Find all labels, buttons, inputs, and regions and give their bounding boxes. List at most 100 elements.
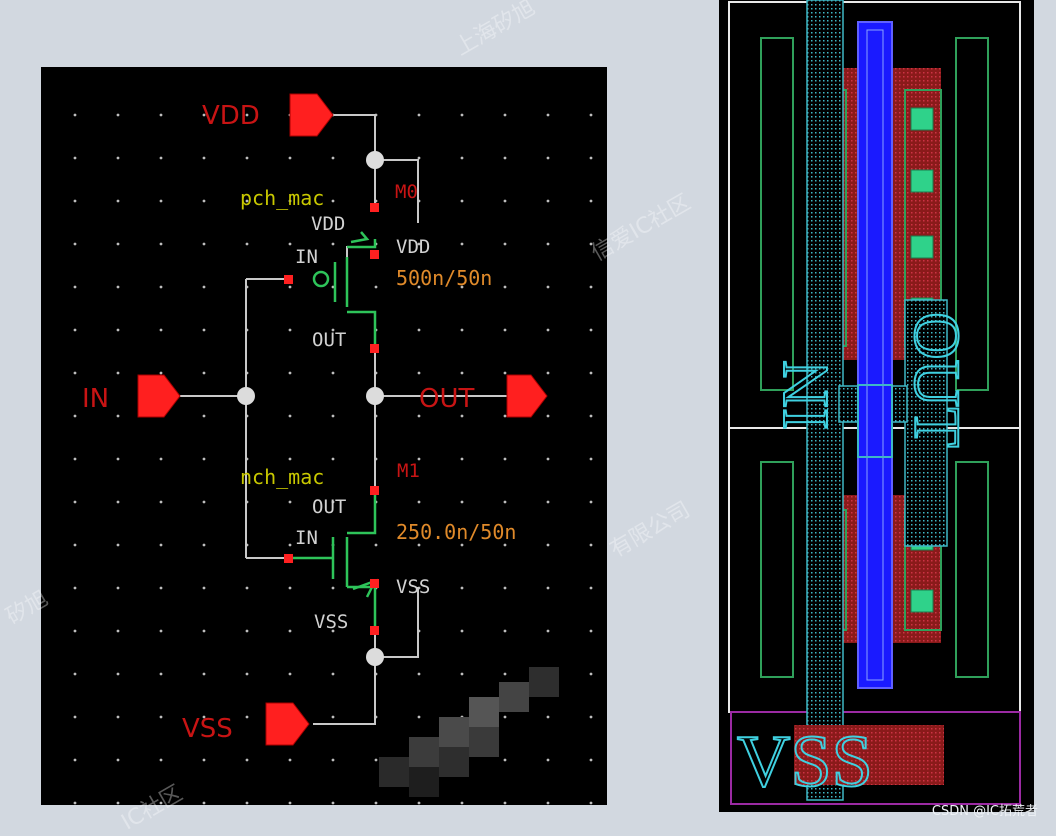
grid-dot [116,801,120,805]
grid-dot [73,285,77,289]
csdn-credit: CSDN @IC拓荒者 [931,804,1038,819]
metal1-out [904,299,948,547]
grid-dot [503,199,507,203]
nmos-drain-pin [370,486,379,495]
grid-dot [73,715,77,719]
pmos-drain-lead [347,239,377,249]
pin-labels: VDD IN OUT VSS [82,101,474,744]
grid-dot [589,156,593,160]
grid-dot [417,371,421,375]
pmos-gate-label: IN [295,246,318,268]
grid-dot [503,500,507,504]
in-junction [237,387,255,405]
pmos-labels: pch_mac M0 VDD IN VDD 500n/50n OUT [240,181,492,351]
grid-dot [460,543,464,547]
grid-dot [288,414,292,418]
grid-dot [159,371,163,375]
layout-view: IN OUT VSS [719,0,1034,812]
grid-dot [288,629,292,633]
grid-dot [202,801,206,805]
grid-dot [417,801,421,805]
grid-dot [546,457,550,461]
layout-in-label: IN [769,360,842,430]
grid-dot [503,414,507,418]
pmos-gate-pin [284,275,293,284]
grid-dot [73,242,77,246]
grid-dot [589,801,593,805]
grid-dot [503,113,507,117]
grid-dot [159,758,163,762]
grid-dot [73,371,77,375]
grid-dot [417,156,421,160]
nmos-source-label: VSS [314,611,348,633]
grid-dot [116,199,120,203]
pmos-model-label: pch_mac [240,186,324,210]
grid-dot [546,242,550,246]
grid-dot [159,156,163,160]
grid-dot [374,758,378,762]
grid-dot [331,199,335,203]
grid-dot [546,758,550,762]
grid-dot [288,672,292,676]
grid-dot [546,414,550,418]
grid-dot [116,242,120,246]
grid-dot [417,543,421,547]
grid-dot [331,758,335,762]
wire-vdd-bulk [375,159,419,223]
grid-dot [331,715,335,719]
grid-dot [589,758,593,762]
grid-dot [546,285,550,289]
grid-dot [417,242,421,246]
grid-dot [503,242,507,246]
grid-dot [417,500,421,504]
grid-dot [460,199,464,203]
grid-dot [546,586,550,590]
guard-rings [760,37,989,678]
grid-dot [245,758,249,762]
vdd-pin-label: VDD [202,101,260,131]
grid-dot [202,500,206,504]
grid-dot [460,328,464,332]
gate-contact [857,384,893,458]
grid-dot [245,199,249,203]
grid-dot [589,500,593,504]
schematic-view: VDD IN OUT VSS pch_mac M0 VDD IN VDD 500… [41,67,607,805]
grid-dot [503,285,507,289]
pmos-size-label: 500n/50n [396,266,492,290]
grid-dot [159,801,163,805]
grid-dot [159,715,163,719]
grid-dot [73,156,77,160]
grid-dot [202,457,206,461]
grid-dot [202,113,206,117]
grid-dot [73,586,77,590]
vss-diffusion [794,725,944,785]
grid-dot [331,414,335,418]
pmos-drain-label: VDD [311,213,345,235]
vdd-junction [366,151,384,169]
grid-dot [589,242,593,246]
grid-dot [116,715,120,719]
layout-vss-label: VSS [737,721,873,803]
grid-dot [288,285,292,289]
grid-dot [417,715,421,719]
grid-dot [503,328,507,332]
grid-dot [589,457,593,461]
grid-dot [73,543,77,547]
grid-dot [288,500,292,504]
grid-dot [73,113,77,117]
grid-dot [202,199,206,203]
grid-dot [202,371,206,375]
grid-dot [116,457,120,461]
grid-dot [331,285,335,289]
schematic-canvas: VDD IN OUT VSS pch_mac M0 VDD IN VDD 500… [73,93,593,805]
grid-dot [589,199,593,203]
grid-dot [460,285,464,289]
grid-dot [116,543,120,547]
grid-dot [116,672,120,676]
pmos-gate-bubble [312,270,330,288]
pmos-bulk-label: VDD [396,236,430,258]
grid-dot [159,199,163,203]
grid-dot [159,113,163,117]
grid-dot [116,586,120,590]
nmos-labels: nch_mac M1 OUT 250.0n/50n IN VSS VSS [240,460,516,633]
